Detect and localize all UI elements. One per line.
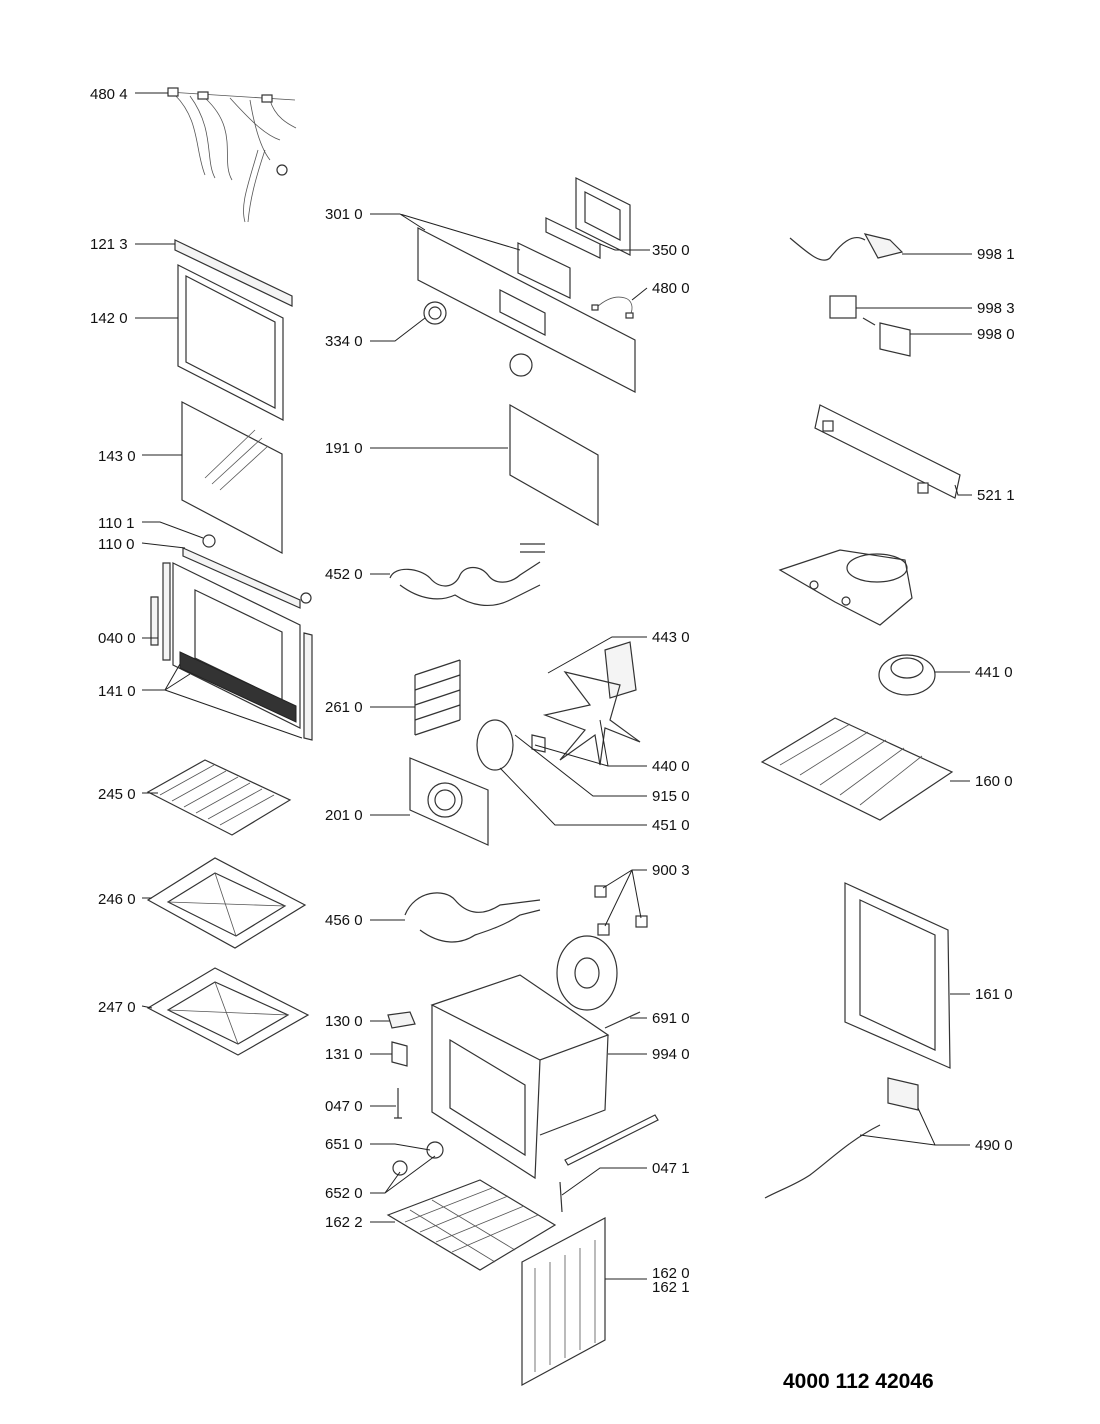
- part-label-110-0: 110 0: [98, 536, 134, 553]
- part-label-691-0: 691 0: [652, 1010, 690, 1027]
- part-label-162-0: 162 0: [652, 1265, 690, 1282]
- part-label-443-0: 443 0: [652, 629, 690, 646]
- knob-drawing: [423, 301, 447, 325]
- small-parts-drawing: [387, 1011, 444, 1176]
- part-label-160-0: 160 0: [975, 773, 1013, 790]
- bottom-rack-drawing: [386, 1179, 557, 1271]
- part-label-161-0: 161 0: [975, 986, 1013, 1003]
- mains-cable-drawing: [764, 1077, 919, 1199]
- fan-ring-drawing: [476, 719, 514, 771]
- part-label-521-1: 521 1: [977, 487, 1015, 504]
- fan-housing-drawing: [778, 549, 913, 626]
- part-label-900-3: 900 3: [652, 862, 690, 879]
- inner-door-drawing: [150, 562, 313, 741]
- door-hinge-parts-drawing: [182, 534, 312, 609]
- shelf-runner-drawing: [414, 659, 461, 736]
- part-label-998-3: 998 3: [977, 300, 1015, 317]
- part-label-191-0: 191 0: [325, 440, 363, 457]
- door-outer-glass-drawing: [177, 264, 284, 421]
- part-label-334-0: 334 0: [325, 333, 363, 350]
- part-label-261-0: 261 0: [325, 699, 363, 716]
- part-label-452-0: 452 0: [325, 566, 363, 583]
- pin-drawing: [604, 1011, 641, 1029]
- part-label-652-0: 652 0: [325, 1185, 363, 1202]
- part-label-480-4: 480 4: [90, 86, 128, 103]
- part-label-490-0: 490 0: [975, 1137, 1013, 1154]
- part-label-162-1: 162 1: [652, 1279, 690, 1296]
- door-gasket-drawing: [509, 403, 599, 527]
- door-glass-pane-drawing: [181, 401, 283, 554]
- back-panel-drawing: [521, 1217, 606, 1387]
- cooling-fan-drawing: [878, 654, 936, 696]
- part-label-915-0: 915 0: [652, 788, 690, 805]
- part-label-142-0: 142 0: [90, 310, 128, 327]
- part-label-651-0: 651 0: [325, 1136, 363, 1153]
- part-label-440-0: 440 0: [652, 758, 690, 775]
- part-label-131-0: 131 0: [325, 1046, 363, 1063]
- part-label-245-0: 245 0: [98, 786, 136, 803]
- sensor-drawing: [559, 1181, 563, 1213]
- control-board-drawing: [814, 404, 961, 499]
- part-label-998-1: 998 1: [977, 246, 1015, 263]
- deep-tray-drawing: [146, 857, 307, 949]
- part-label-047-1: 047 1: [652, 1160, 690, 1177]
- fan-plate-drawing: [556, 935, 618, 1011]
- part-label-143-0: 143 0: [98, 448, 136, 465]
- lower-element-drawing: [404, 892, 541, 943]
- oven-cavity-drawing: [430, 974, 659, 1180]
- part-label-994-0: 994 0: [652, 1046, 690, 1063]
- part-label-040-0: 040 0: [98, 630, 136, 647]
- grill-element-drawing: [389, 543, 545, 607]
- control-panel-drawing: [417, 227, 636, 393]
- side-liner-drawing: [844, 882, 951, 1069]
- part-labels: 480 4 121 3 142 0 143 0 110 1 110 0 040 …: [90, 86, 1015, 1296]
- wire-rack-drawing: [146, 759, 292, 836]
- part-label-456-0: 456 0: [325, 912, 363, 929]
- part-label-247-0: 247 0: [98, 999, 136, 1016]
- panel-cable-drawing: [591, 296, 634, 319]
- part-label-141-0: 141 0: [98, 683, 136, 700]
- part-label-350-0: 350 0: [652, 242, 690, 259]
- clips-drawing: [594, 885, 648, 936]
- label-card-drawing: [829, 295, 911, 357]
- part-label-162-2: 162 2: [325, 1214, 363, 1231]
- part-label-201-0: 201 0: [325, 807, 363, 824]
- power-cord-plug-drawing: [789, 233, 904, 261]
- part-label-110-1: 110 1: [98, 515, 134, 532]
- part-label-451-0: 451 0: [652, 817, 690, 834]
- panel-bracket-drawing: [545, 177, 631, 259]
- part-label-130-0: 130 0: [325, 1013, 363, 1030]
- part-label-480-0: 480 0: [652, 280, 690, 297]
- door-top-trim-drawing: [174, 239, 293, 307]
- part-label-246-0: 246 0: [98, 891, 136, 908]
- part-label-121-3: 121 3: [90, 236, 128, 253]
- shallow-tray-drawing: [146, 967, 310, 1056]
- part-label-301-0: 301 0: [325, 206, 363, 223]
- top-rack-drawing: [760, 717, 954, 821]
- leader-lines: [135, 92, 972, 1280]
- fan-cover-drawing: [409, 757, 489, 846]
- part-label-441-0: 441 0: [975, 664, 1013, 681]
- part-label-047-0: 047 0: [325, 1098, 363, 1115]
- wiring-harness-drawing: [167, 87, 297, 223]
- document-code: 4000 112 42046: [783, 1370, 934, 1393]
- part-label-998-0: 998 0: [977, 326, 1015, 343]
- fan-motor-drawing: [531, 641, 641, 766]
